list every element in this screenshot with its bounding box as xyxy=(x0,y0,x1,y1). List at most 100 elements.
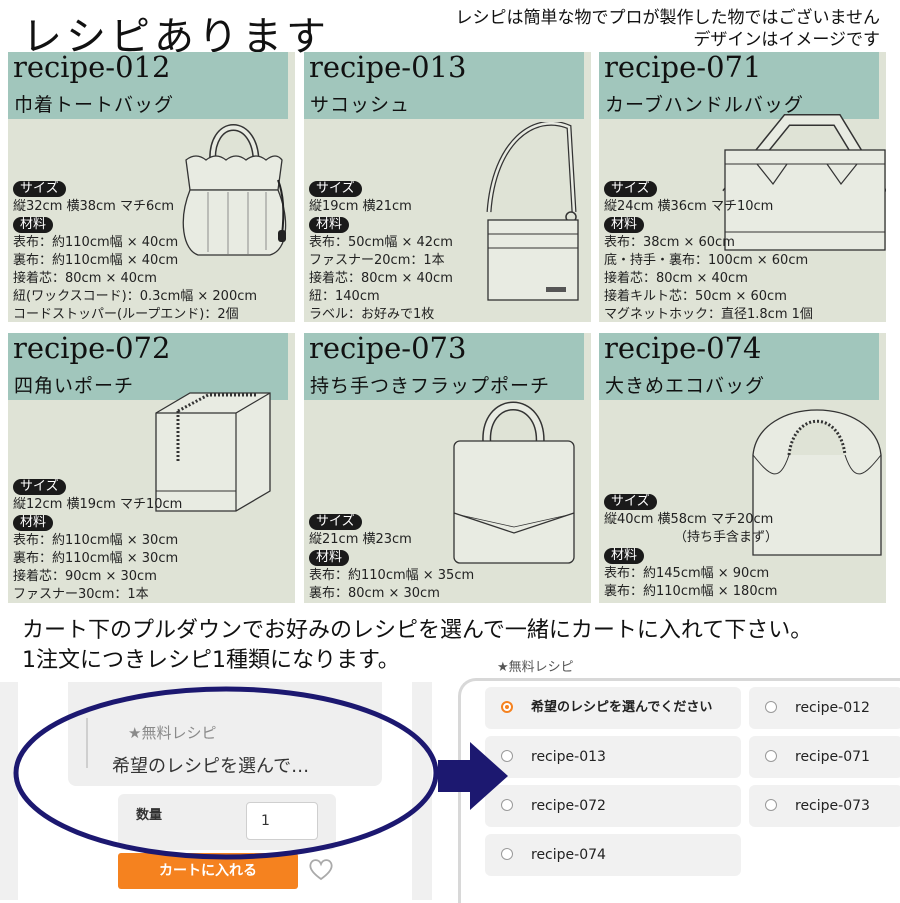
size-value: 縦12cm 横19cm マチ10cm xyxy=(13,497,183,512)
recipe-code: recipe-074 xyxy=(604,333,762,365)
recipe-specs: サイズ 縦12cm 横19cm マチ10cm 材料 表布：約110cm幅 × 3… xyxy=(13,478,182,603)
material-line: 接着芯：80cm × 40cm xyxy=(309,271,453,286)
option-recipe-012[interactable]: recipe-012 xyxy=(749,687,900,729)
material-line: ファスナー20cm：1本 xyxy=(309,253,445,268)
highlight-ellipse xyxy=(13,686,439,860)
option-recipe-074[interactable]: recipe-074 xyxy=(485,834,741,876)
recipe-card-073: recipe-073 持ち手つきフラップポーチ サイズ 縦21cm 横23cm … xyxy=(304,333,591,603)
recipe-specs: サイズ 縦24cm 横36cm マチ10cm 材料 表布：38cm × 60cm… xyxy=(604,180,813,322)
select-label: ★無料レシピ xyxy=(128,724,217,742)
material-line: 裏布：約110cm幅 × 40cm xyxy=(13,253,179,268)
recipe-card-072: recipe-072 四角いポーチ サイズ 縦12cm 横19cm マチ10cm… xyxy=(8,333,295,603)
recipe-card-012: recipe-012 巾着トートバッグ サイズ 縦32cm 横38cm マチ6c… xyxy=(8,52,295,322)
size-badge: サイズ xyxy=(309,514,362,530)
recipe-card-074: recipe-074 大きめエコバッグ サイズ 縦40cm 横58cm マチ20… xyxy=(599,333,886,603)
material-line: 接着芯：90cm × 30cm xyxy=(13,569,157,584)
recipe-specs: サイズ 縦40cm 横58cm マチ20cm （持ち手含まず） 材料 表布：約1… xyxy=(604,493,778,601)
option-label: recipe-013 xyxy=(531,749,606,765)
radio-icon xyxy=(765,799,777,811)
material-line: 裏布：80cm × 30cm xyxy=(309,586,440,601)
heart-icon[interactable] xyxy=(308,858,334,882)
eco-bag-illustration xyxy=(752,409,882,556)
recipe-specs: サイズ 縦21cm 横23cm 材料 表布：約110cm幅 × 35cm 裏布：… xyxy=(309,513,474,603)
recipe-specs: サイズ 縦32cm 横38cm マチ6cm 材料 表布：約110cm幅 × 40… xyxy=(13,180,257,322)
disclaimer-line-1: レシピは簡単な物でプロが製作した物ではございません xyxy=(455,8,881,28)
radio-icon xyxy=(501,799,513,811)
options-heading: ★無料レシピ xyxy=(497,660,574,675)
radio-selected-icon xyxy=(501,701,513,713)
material-line: 表布：約110cm幅 × 30cm xyxy=(13,533,179,548)
materials-badge: 材料 xyxy=(13,515,54,531)
size-badge: サイズ xyxy=(604,181,657,197)
material-line: 接着芯：80cm × 40cm xyxy=(13,271,157,286)
recipe-code: recipe-071 xyxy=(604,52,762,84)
recipe-name: 四角いポーチ xyxy=(14,375,135,397)
recipe-name: カーブハンドルバッグ xyxy=(605,94,804,116)
instruction-line-1: カート下のプルダウンでお好みのレシピを選んで一緒にカートに入れて下さい。 xyxy=(22,618,813,643)
quantity-input[interactable]: 1 xyxy=(246,802,318,840)
radio-icon xyxy=(501,848,513,860)
select-value: 希望のレシピを選んで… xyxy=(112,756,310,777)
square-pouch-illustration xyxy=(155,392,271,512)
option-label: recipe-073 xyxy=(795,798,870,814)
curve-handle-bag-illustration xyxy=(722,114,886,251)
materials-badge: 材料 xyxy=(309,217,350,233)
option-placeholder[interactable]: 希望のレシピを選んでください xyxy=(485,687,741,729)
recipe-name: 持ち手つきフラップポーチ xyxy=(310,375,551,397)
size-value: 縦24cm 横36cm マチ10cm xyxy=(604,199,774,214)
card-header: recipe-013 サコッシュ xyxy=(304,52,584,119)
option-label: 希望のレシピを選んでください xyxy=(531,700,713,715)
radio-icon xyxy=(765,750,777,762)
size-value: 縦32cm 横38cm マチ6cm xyxy=(13,199,175,214)
size-note: （持ち手含まず） xyxy=(674,530,779,545)
recipe-code: recipe-013 xyxy=(309,52,467,84)
instruction-line-2: 1注文につきレシピ1種類になります。 xyxy=(22,648,400,673)
materials-badge: 材料 xyxy=(604,217,645,233)
radio-icon xyxy=(765,701,777,713)
material-line: 裏布：約110cm幅 × 180cm xyxy=(604,584,778,599)
size-badge: サイズ xyxy=(13,181,66,197)
materials-badge: 材料 xyxy=(13,217,54,233)
size-badge: サイズ xyxy=(309,181,362,197)
card-header: recipe-072 四角いポーチ xyxy=(8,333,288,400)
card-header: recipe-071 カーブハンドルバッグ xyxy=(599,52,879,119)
size-badge: サイズ xyxy=(13,479,66,495)
sacoche-illustration xyxy=(486,122,579,301)
materials-badge: 材料 xyxy=(309,550,350,566)
material-line: 紐：140cm xyxy=(309,289,380,304)
materials-badge: 材料 xyxy=(604,548,645,564)
select-divider xyxy=(86,718,88,768)
quantity-label: 数量 xyxy=(136,808,163,823)
recipe-name: 大きめエコバッグ xyxy=(605,375,766,397)
radio-icon xyxy=(501,750,513,762)
option-recipe-073[interactable]: recipe-073 xyxy=(749,785,900,827)
size-value: 縦40cm 横58cm マチ20cm xyxy=(604,512,774,527)
recipe-name: 巾着トートバッグ xyxy=(14,94,175,116)
recipe-name: サコッシュ xyxy=(310,94,411,116)
size-badge: サイズ xyxy=(604,494,657,510)
card-header: recipe-012 巾着トートバッグ xyxy=(8,52,288,119)
recipe-specs: サイズ 縦19cm 横21cm 材料 表布：50cm幅 × 42cm ファスナー… xyxy=(309,180,453,322)
disclaimer-line-2: デザインはイメージです xyxy=(693,30,880,50)
option-recipe-072[interactable]: recipe-072 xyxy=(485,785,741,827)
material-line: ファスナー30cm：1本 xyxy=(13,587,149,602)
material-line: 接着キルト芯：50cm × 60cm xyxy=(604,289,787,304)
material-line: 紐(ワックスコード)：0.3cm幅 × 200cm xyxy=(13,289,258,304)
option-recipe-071[interactable]: recipe-071 xyxy=(749,736,900,778)
option-recipe-013[interactable]: recipe-013 xyxy=(485,736,741,778)
option-label: recipe-012 xyxy=(795,700,870,716)
recipe-options-panel: 希望のレシピを選んでください recipe-012 recipe-013 rec… xyxy=(458,678,900,903)
recipe-code: recipe-073 xyxy=(309,333,467,365)
material-line: 接着芯：80cm × 40cm xyxy=(604,271,748,286)
material-line: コードストッパー(ループエンド)：2個 xyxy=(13,307,239,322)
material-line: 表布：約110cm幅 × 35cm xyxy=(309,568,475,583)
quantity-section: 数量 1 xyxy=(118,794,336,850)
recipe-code: recipe-072 xyxy=(13,333,171,365)
size-value: 縦19cm 横21cm xyxy=(309,199,412,214)
size-value: 縦21cm 横23cm xyxy=(309,532,412,547)
flap-pouch-illustration xyxy=(453,401,575,564)
material-line: 底・持手・裏布：100cm × 60cm xyxy=(604,253,809,268)
option-label: recipe-074 xyxy=(531,847,606,863)
option-label: recipe-072 xyxy=(531,798,606,814)
pointer-arrow xyxy=(438,742,508,810)
